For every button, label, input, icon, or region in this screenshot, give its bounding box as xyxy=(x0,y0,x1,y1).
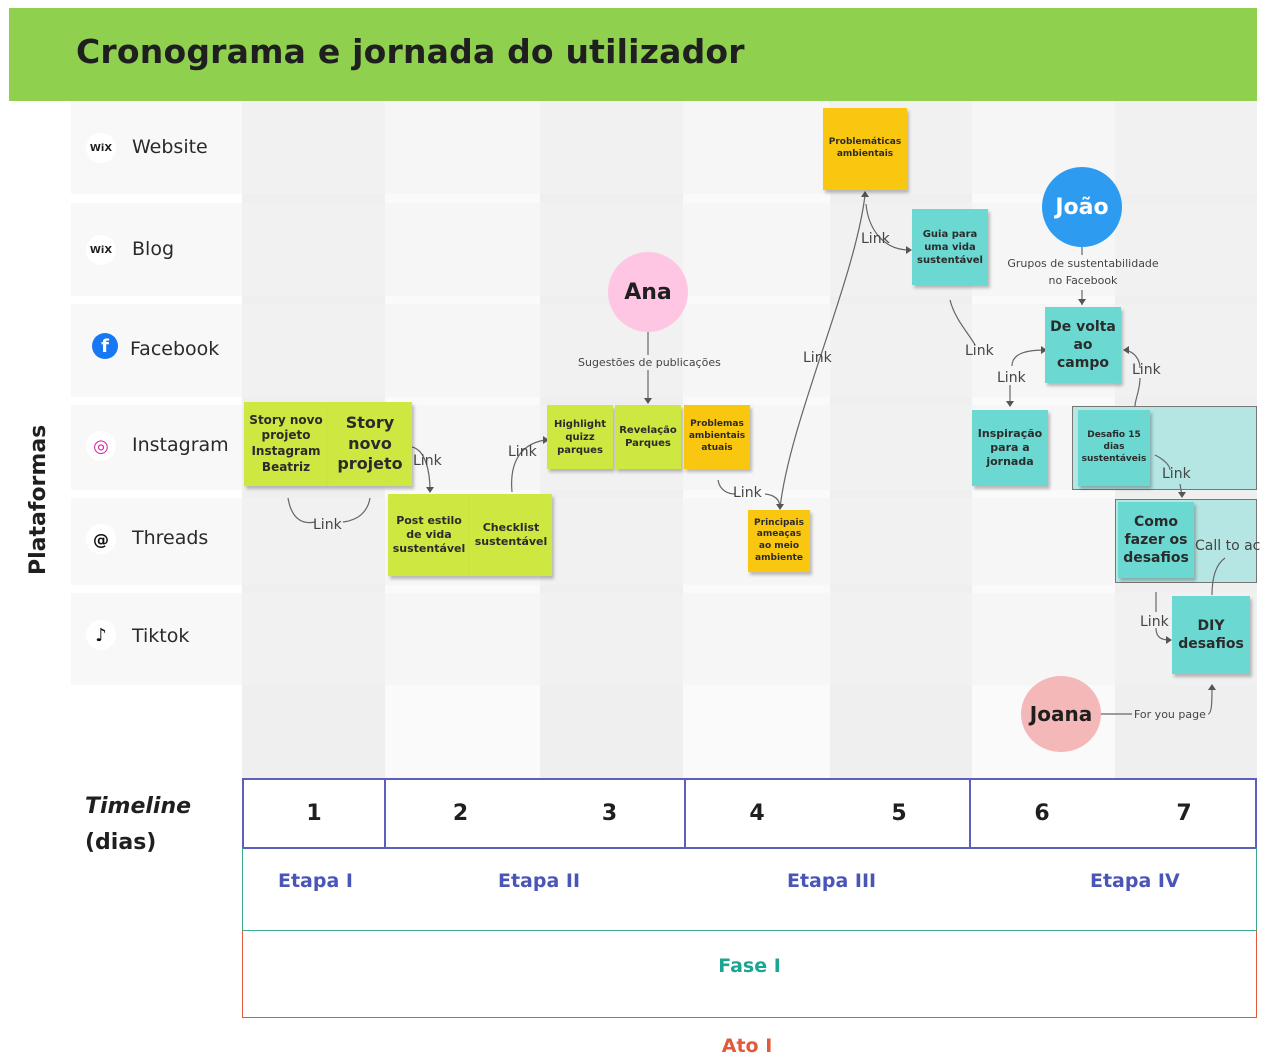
timeline-label: Timeline xyxy=(85,794,192,819)
threads-icon: @ xyxy=(86,524,116,554)
platform-label-facebook: Facebook xyxy=(130,338,220,360)
connector-callto-diy xyxy=(1211,557,1226,596)
fase-label: Fase I xyxy=(718,955,781,977)
connector-principais-problematicas xyxy=(779,194,866,509)
sticky-checklist[interactable]: Checklist sustentável xyxy=(470,494,552,576)
sticky-inspiracao-jornada[interactable]: Inspiração para a jornada xyxy=(972,410,1048,486)
link-label: Link xyxy=(1162,466,1191,482)
day-number: 1 xyxy=(306,801,322,826)
link-label: Link xyxy=(997,370,1026,386)
platform-label-blog: Blog xyxy=(132,238,174,260)
arrowhead-post xyxy=(426,487,434,493)
connector-link-desafio xyxy=(1134,377,1141,407)
fase-row xyxy=(242,930,1257,1018)
sticky-story-beatriz[interactable]: Story novo projeto Instagram Beatriz xyxy=(244,402,328,486)
link-label: Link xyxy=(861,231,890,247)
arrowhead-revelacao xyxy=(644,398,652,404)
label-for-you-page: For you page xyxy=(1134,708,1206,721)
facebook-icon: f xyxy=(92,333,118,359)
row-tiktok xyxy=(71,593,1257,685)
page-title: Cronograma e jornada do utilizador xyxy=(76,32,745,71)
link-label: Link xyxy=(413,453,442,469)
day-number: 6 xyxy=(1034,801,1050,826)
connector-link-story xyxy=(342,497,371,523)
connector-problemas-principais xyxy=(717,479,736,495)
tiktok-icon: ♪ xyxy=(86,620,116,650)
label-call-to-action: Call to ac xyxy=(1195,538,1261,554)
persona-ana[interactable]: Ana xyxy=(608,252,688,332)
timeline-days-2-3: 2 3 xyxy=(384,778,686,849)
sticky-problemas-ambientais[interactable]: Problemas ambientais atuais xyxy=(684,405,750,469)
platform-label-tiktok: Tiktok xyxy=(132,625,190,647)
arrowhead-diy-foryou xyxy=(1208,684,1216,690)
connector-foryou-diy xyxy=(1207,685,1213,715)
wix-icon: WiX xyxy=(86,235,116,265)
platform-label-instagram: Instagram xyxy=(132,434,229,456)
timeline-days-6-7: 6 7 xyxy=(969,778,1257,849)
day-number: 5 xyxy=(891,801,907,826)
link-label: Link xyxy=(803,350,832,366)
arrowhead-devolta-right xyxy=(1123,346,1129,354)
sticky-revelacao-parques[interactable]: Revelação Parques xyxy=(615,405,681,469)
link-label: Link xyxy=(313,517,342,533)
sticky-guia-vida-sustentavel[interactable]: Guia para uma vida sustentável xyxy=(912,209,988,285)
arrowhead-principais xyxy=(776,504,784,510)
connector-problematicas-guia xyxy=(865,203,911,251)
connector-checklist-highlight xyxy=(511,439,546,493)
link-label: Link xyxy=(965,343,994,359)
link-label: Link xyxy=(1140,614,1169,630)
sticky-de-volta-ao-campo[interactable]: De volta ao campo xyxy=(1045,307,1121,383)
sticky-highlight-quizz[interactable]: Highlight quizz parques xyxy=(547,405,613,469)
day-number: 3 xyxy=(601,801,618,826)
persona-joao[interactable]: João xyxy=(1042,167,1122,247)
title-bar xyxy=(9,8,1257,101)
sticky-desafio-15-dias[interactable]: Desafio 15 dias sustentáveis xyxy=(1078,410,1150,486)
sticky-problematicas-ambientais[interactable]: Problemáticas ambientais xyxy=(823,108,907,190)
connector-guia-inspiracao xyxy=(949,299,976,346)
persona-joana[interactable]: Joana xyxy=(1021,676,1101,752)
etapa-1: Etapa I xyxy=(278,870,353,892)
link-label: Link xyxy=(1132,362,1161,378)
etapa-3: Etapa III xyxy=(787,870,877,892)
sticky-principais-ameacas[interactable]: Principais ameaças ao meio ambiente xyxy=(748,510,810,572)
platform-label-website: Website xyxy=(132,136,208,158)
timeline-units: (dias) xyxy=(85,830,157,855)
sticky-diy-desafios[interactable]: DIY desafios xyxy=(1172,596,1250,674)
sticky-story-novo-projeto[interactable]: Story novo projeto xyxy=(328,402,412,486)
label-sugestoes-publicacoes: Sugestões de publicações xyxy=(578,356,721,369)
connector-inspiracao-devolta xyxy=(1011,349,1046,367)
arrowhead-devolta xyxy=(1041,346,1047,354)
timeline-days-4-5: 4 5 xyxy=(684,778,972,849)
day-number: 4 xyxy=(749,801,765,826)
arrowhead-devolta-grupos xyxy=(1078,299,1086,305)
etapa-2: Etapa II xyxy=(498,870,581,892)
day-number: 2 xyxy=(452,801,469,826)
link-label: Link xyxy=(508,444,537,460)
ato-label: Ato I xyxy=(721,1035,773,1057)
label-grupos-facebook: Grupos de sustentabilidade no Facebook xyxy=(1007,257,1159,287)
platform-label-threads: Threads xyxy=(132,527,209,549)
arrowhead-guia xyxy=(906,246,912,254)
arrowhead-diy xyxy=(1166,636,1172,644)
link-label: Link xyxy=(733,485,762,501)
row-threads xyxy=(71,498,1257,585)
day-number: 7 xyxy=(1176,801,1192,826)
connector-story-threads xyxy=(287,497,316,524)
arrowhead-como xyxy=(1178,492,1186,498)
arrowhead-highlight xyxy=(543,436,549,444)
sticky-post-estilo[interactable]: Post estilo de vida sustentável xyxy=(388,494,470,576)
connector-story-post xyxy=(411,446,431,492)
timeline-day-1: 1 xyxy=(242,778,386,849)
arrowhead-problematicas xyxy=(861,191,869,197)
connector-desafio-link xyxy=(1154,454,1171,471)
instagram-icon: ◎ xyxy=(86,431,116,461)
arrowhead-inspiracao xyxy=(1006,401,1014,407)
etapa-4: Etapa IV xyxy=(1090,870,1180,892)
wix-icon: WiX xyxy=(86,133,116,163)
sticky-como-fazer-desafios[interactable]: Como fazer os desafios xyxy=(1118,502,1194,578)
